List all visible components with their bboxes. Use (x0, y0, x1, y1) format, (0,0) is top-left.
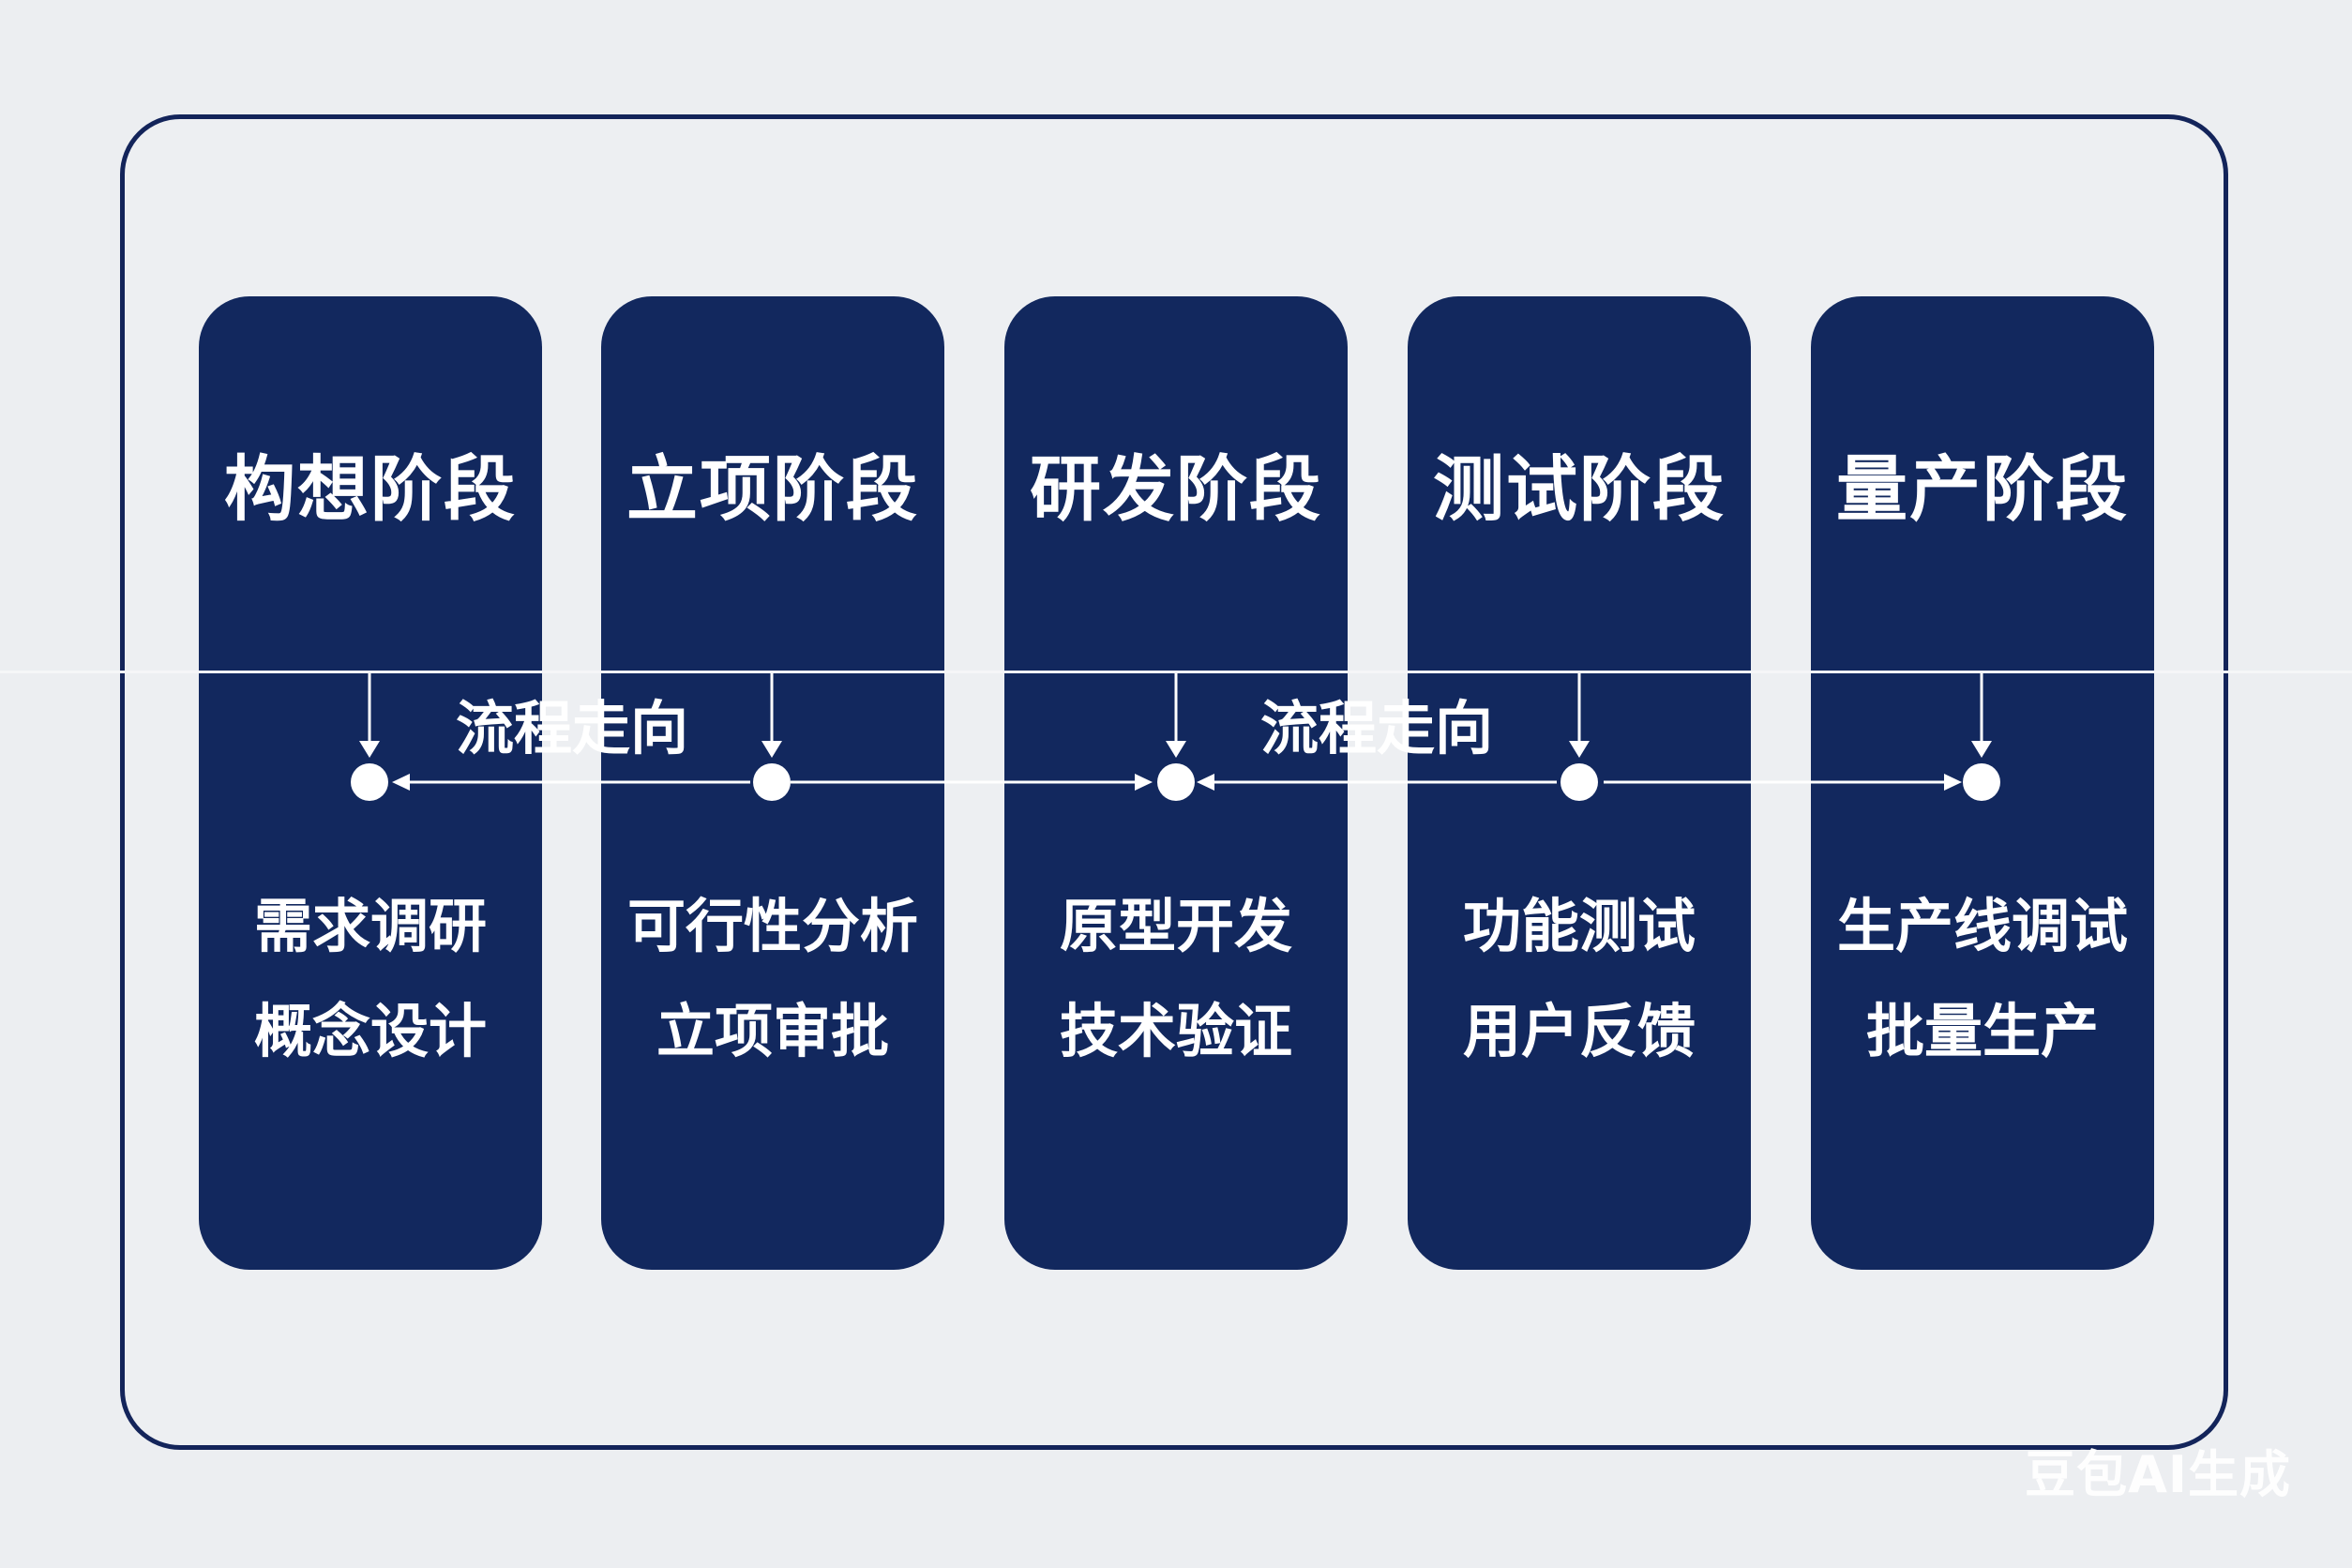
stage-title-development: 研发阶段 (1030, 447, 1322, 531)
stage-title-testing: 测试阶段 (1433, 447, 1726, 531)
task-item: 需求调研 (253, 892, 487, 960)
task-group-concept: 需求调研 概念设计 (199, 874, 542, 1084)
stage-title-mass-production: 量产阶段 (1836, 447, 2129, 531)
stage-title-concept: 构想阶段 (224, 447, 517, 531)
task-item: 用户反馈 (1462, 997, 1696, 1065)
task-item: 技术验证 (1059, 997, 1292, 1065)
task-group-approval: 可行性分析 立项审批 (601, 874, 944, 1084)
task-group-development: 原型开发 技术验证 (1004, 874, 1348, 1084)
stage-title-approval: 立项阶段 (626, 447, 919, 531)
task-group-mass-production: 生产线调试 批量生产 (1811, 874, 2154, 1084)
task-item: 批量生产 (1865, 997, 2099, 1065)
stage-divider-line (0, 671, 2352, 673)
task-item: 功能测试 (1462, 892, 1696, 960)
task-item: 立项审批 (656, 997, 889, 1065)
task-item: 概念设计 (253, 997, 487, 1065)
task-groups: 需求调研 概念设计 可行性分析 立项审批 原型开发 技术验证 功能测试 用户反馈… (0, 874, 2352, 1155)
watermark: 豆包AI生成 (2025, 1445, 2291, 1504)
task-item: 可行性分析 (626, 892, 918, 960)
flow-label-right: 流程走向 (1259, 694, 1493, 762)
task-item: 原型开发 (1059, 892, 1292, 960)
flow-label-left: 流程走向 (455, 694, 688, 762)
task-group-testing: 功能测试 用户反馈 (1408, 874, 1751, 1084)
task-item: 生产线调试 (1836, 892, 2128, 960)
